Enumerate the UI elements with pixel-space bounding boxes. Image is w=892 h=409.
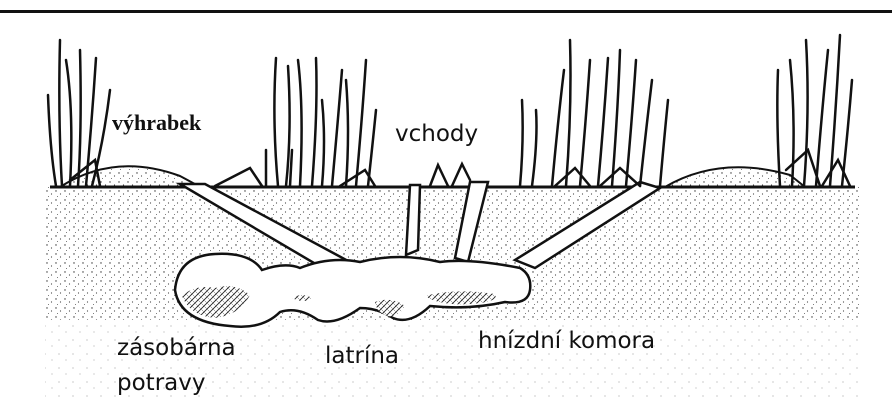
label-food-store-line1: zásobárna xyxy=(117,335,236,361)
label-spoil-heap: výhrabek xyxy=(112,110,201,135)
label-latrine: latrína xyxy=(325,343,399,369)
label-nest-chamber: hnízdní komora xyxy=(478,328,655,354)
spoil-heap-right xyxy=(665,167,805,187)
label-entrances: vchody xyxy=(395,121,478,147)
label-food-store-line2: potravy xyxy=(117,370,205,396)
